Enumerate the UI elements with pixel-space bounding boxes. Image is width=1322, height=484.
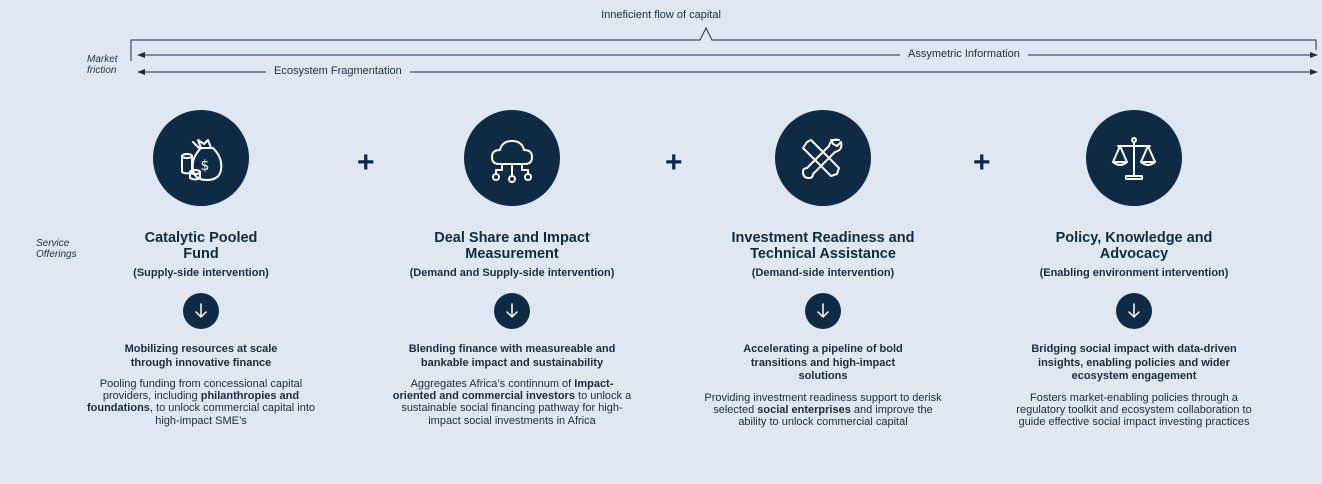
offering-title: Policy, Knowledge and Advocacy bbox=[1004, 228, 1264, 262]
description-text: Providing investment readiness support t… bbox=[704, 391, 942, 416]
service-offerings-label: Service Offerings bbox=[36, 238, 77, 260]
arrow-down-icon bbox=[1128, 303, 1140, 319]
arrowhead-left-1 bbox=[137, 52, 145, 58]
plus-sign: + bbox=[665, 146, 683, 179]
service-offering-card: $ Catalytic Pooled Fund (Supply-side int… bbox=[71, 110, 331, 427]
offering-headline: Blending finance with measureable and ba… bbox=[408, 343, 616, 369]
offering-subtitle: (Supply-side intervention) bbox=[133, 267, 269, 279]
offering-headline: Mobilizing resources at scale through in… bbox=[124, 343, 278, 369]
icon-circle: $ bbox=[153, 110, 249, 206]
offering-title-text: Policy, Knowledge and Advocacy bbox=[1055, 230, 1213, 262]
offering-headline: Accelerating a pipeline of bold transiti… bbox=[743, 343, 903, 382]
description-text: Fosters market-enabling policies through… bbox=[1016, 391, 1252, 428]
service-offering-card: Deal Share and Impact Measurement (Deman… bbox=[382, 110, 642, 427]
description-text: Aggregates Africa’s continnum of bbox=[410, 378, 575, 390]
offering-description: Fosters market-enabling policies through… bbox=[1014, 392, 1254, 429]
description-text: to unlock a sustainable social financing… bbox=[401, 390, 632, 427]
description-text: , to unlock commercial capital into high… bbox=[149, 402, 315, 427]
ecosystem-fragmentation-label: Ecosystem Fragmentation bbox=[266, 65, 410, 77]
market-friction-label: Market friction bbox=[87, 54, 118, 76]
offering-title-text: Deal Share and Impact Measurement bbox=[434, 230, 590, 262]
money-bag-icon: $ bbox=[181, 139, 223, 181]
svg-text:$: $ bbox=[201, 158, 210, 174]
service-offering-card: Policy, Knowledge and Advocacy (Enabling… bbox=[1004, 110, 1264, 428]
offering-headline: Bridging social impact with data-driven … bbox=[1031, 343, 1237, 382]
arrowhead-right-2 bbox=[1310, 69, 1318, 75]
offering-description: Providing investment readiness support t… bbox=[703, 392, 943, 429]
capital-flow-label: Inneficient flow of capital bbox=[601, 9, 721, 21]
down-arrow-button bbox=[1116, 293, 1152, 329]
description-text: Pooling funding from concessional capita… bbox=[99, 378, 303, 403]
offering-title: Catalytic Pooled Fund bbox=[71, 228, 331, 262]
cloud-network-icon bbox=[491, 140, 533, 183]
offering-subtitle: (Demand and Supply-side intervention) bbox=[409, 267, 615, 279]
tools-icon bbox=[802, 138, 843, 179]
arrowhead-right-1 bbox=[1310, 52, 1318, 58]
icon-circle bbox=[775, 110, 871, 206]
plus-sign: + bbox=[973, 146, 991, 179]
icon-circle bbox=[1086, 110, 1182, 206]
arrow-down-icon bbox=[817, 303, 829, 319]
icon-circle bbox=[464, 110, 560, 206]
offering-subtitle: (Demand-side intervention) bbox=[751, 267, 895, 279]
down-arrow-button bbox=[805, 293, 841, 329]
description-emphasis: social enterprises bbox=[757, 403, 851, 416]
down-arrow-button bbox=[494, 293, 530, 329]
offering-title-text: Catalytic Pooled Fund bbox=[144, 230, 258, 262]
service-offering-card: Investment Readiness and Technical Assis… bbox=[693, 110, 953, 428]
down-arrow-button bbox=[183, 293, 219, 329]
arrow-down-icon bbox=[195, 303, 207, 319]
scales-icon bbox=[1112, 137, 1156, 180]
description-emphasis: philanthropies and foundations bbox=[86, 390, 300, 415]
description-emphasis: Impact-oriented and commercial investors bbox=[392, 378, 614, 403]
plus-sign: + bbox=[357, 146, 375, 179]
offering-description: Pooling funding from concessional capita… bbox=[81, 378, 321, 427]
arrowhead-left-2 bbox=[137, 69, 145, 75]
description-text: and improve the ability to unlock commer… bbox=[738, 403, 933, 428]
offering-title-text: Investment Readiness and Technical Assis… bbox=[731, 230, 915, 262]
offering-title: Investment Readiness and Technical Assis… bbox=[693, 228, 953, 262]
offering-description: Aggregates Africa’s continnum of Impact-… bbox=[392, 378, 632, 427]
arrow-down-icon bbox=[506, 303, 518, 319]
capital-flow-bracket bbox=[130, 26, 1317, 61]
offering-title: Deal Share and Impact Measurement bbox=[382, 228, 642, 262]
asymmetric-information-label: Assymetric Information bbox=[900, 48, 1028, 60]
offering-subtitle: (Enabling environment intervention) bbox=[1039, 267, 1229, 279]
